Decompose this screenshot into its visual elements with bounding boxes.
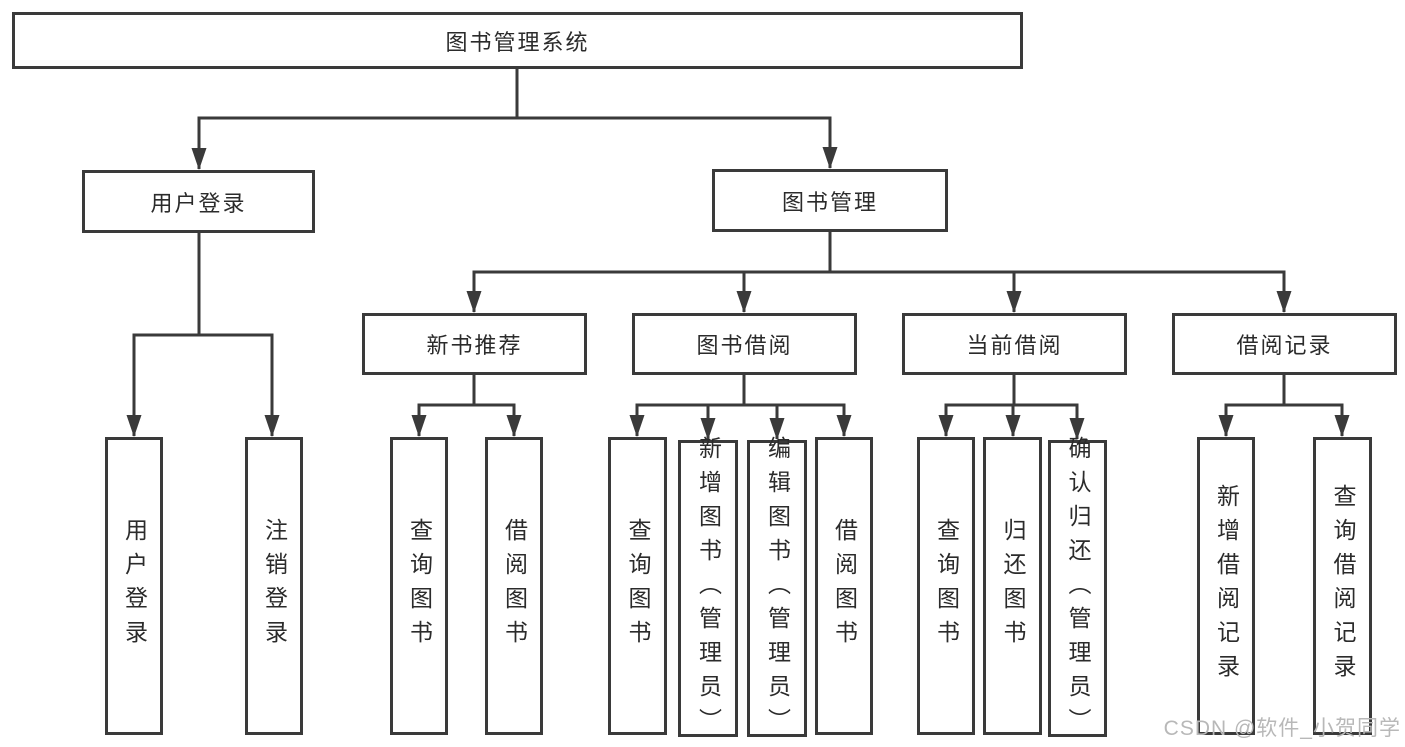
leaf-label: 查询图书 [625, 518, 651, 654]
leaf-label: 确认归还（管理员） [1065, 435, 1091, 742]
leaf-label: 新增图书（管理员） [695, 435, 722, 742]
node-book-management: 图书管理 [712, 169, 948, 232]
leaf-label: 借阅图书 [831, 518, 858, 654]
branch-borrowing-records [1218, 375, 1350, 437]
node-new-book-recommend: 新书推荐 [362, 313, 587, 375]
leaf-label: 用户登录 [121, 518, 148, 654]
leaf-user-login: 用户登录 [105, 437, 163, 735]
leaf-add-borrow-record: 新增借阅记录 [1197, 437, 1255, 735]
leaf-label: 新增借阅记录 [1213, 484, 1240, 688]
node-library-management-system: 图书管理系统 [12, 12, 1023, 69]
leaf-logout: 注销登录 [245, 437, 303, 735]
branch-user-login [126, 233, 280, 437]
node-current-borrowing: 当前借阅 [902, 313, 1127, 375]
leaf-label: 查询图书 [406, 518, 433, 654]
leaf-label: 查询图书 [933, 518, 960, 654]
leaf-add-book-admin: 新增图书（管理员） [678, 436, 738, 742]
leaf-return-books: 归还图书 [983, 437, 1042, 735]
leaf-label: 编辑图书（管理员） [764, 435, 791, 742]
branch-book-borrowing [629, 375, 852, 440]
leaf-label: 归还图书 [1000, 518, 1026, 654]
leaf-label: 注销登录 [261, 518, 288, 654]
csdn-watermark: CSDN @软件_小贺同学 [1163, 717, 1401, 740]
leaf-query-books-current: 查询图书 [917, 437, 975, 735]
leaf-query-books-recommend: 查询图书 [390, 437, 448, 735]
branch-new-book-recommend [411, 375, 522, 437]
branch-root [191, 69, 838, 170]
branch-book-management [466, 232, 1292, 313]
leaf-query-borrow-record: 查询借阅记录 [1313, 437, 1372, 735]
leaf-label: 查询借阅记录 [1330, 484, 1356, 688]
leaf-query-books-borrowing: 查询图书 [608, 437, 667, 735]
node-user-login: 用户登录 [82, 170, 315, 233]
leaf-edit-book-admin: 编辑图书（管理员） [747, 436, 807, 742]
leaf-label: 借阅图书 [501, 518, 528, 654]
leaf-borrow-books-borrowing: 借阅图书 [815, 437, 873, 735]
leaf-confirm-return-admin: 确认归还（管理员） [1048, 436, 1107, 742]
branch-current-borrowing [938, 375, 1085, 440]
node-borrowing-records: 借阅记录 [1172, 313, 1397, 375]
leaf-borrow-books-recommend: 借阅图书 [485, 437, 543, 735]
node-book-borrowing: 图书借阅 [632, 313, 857, 375]
